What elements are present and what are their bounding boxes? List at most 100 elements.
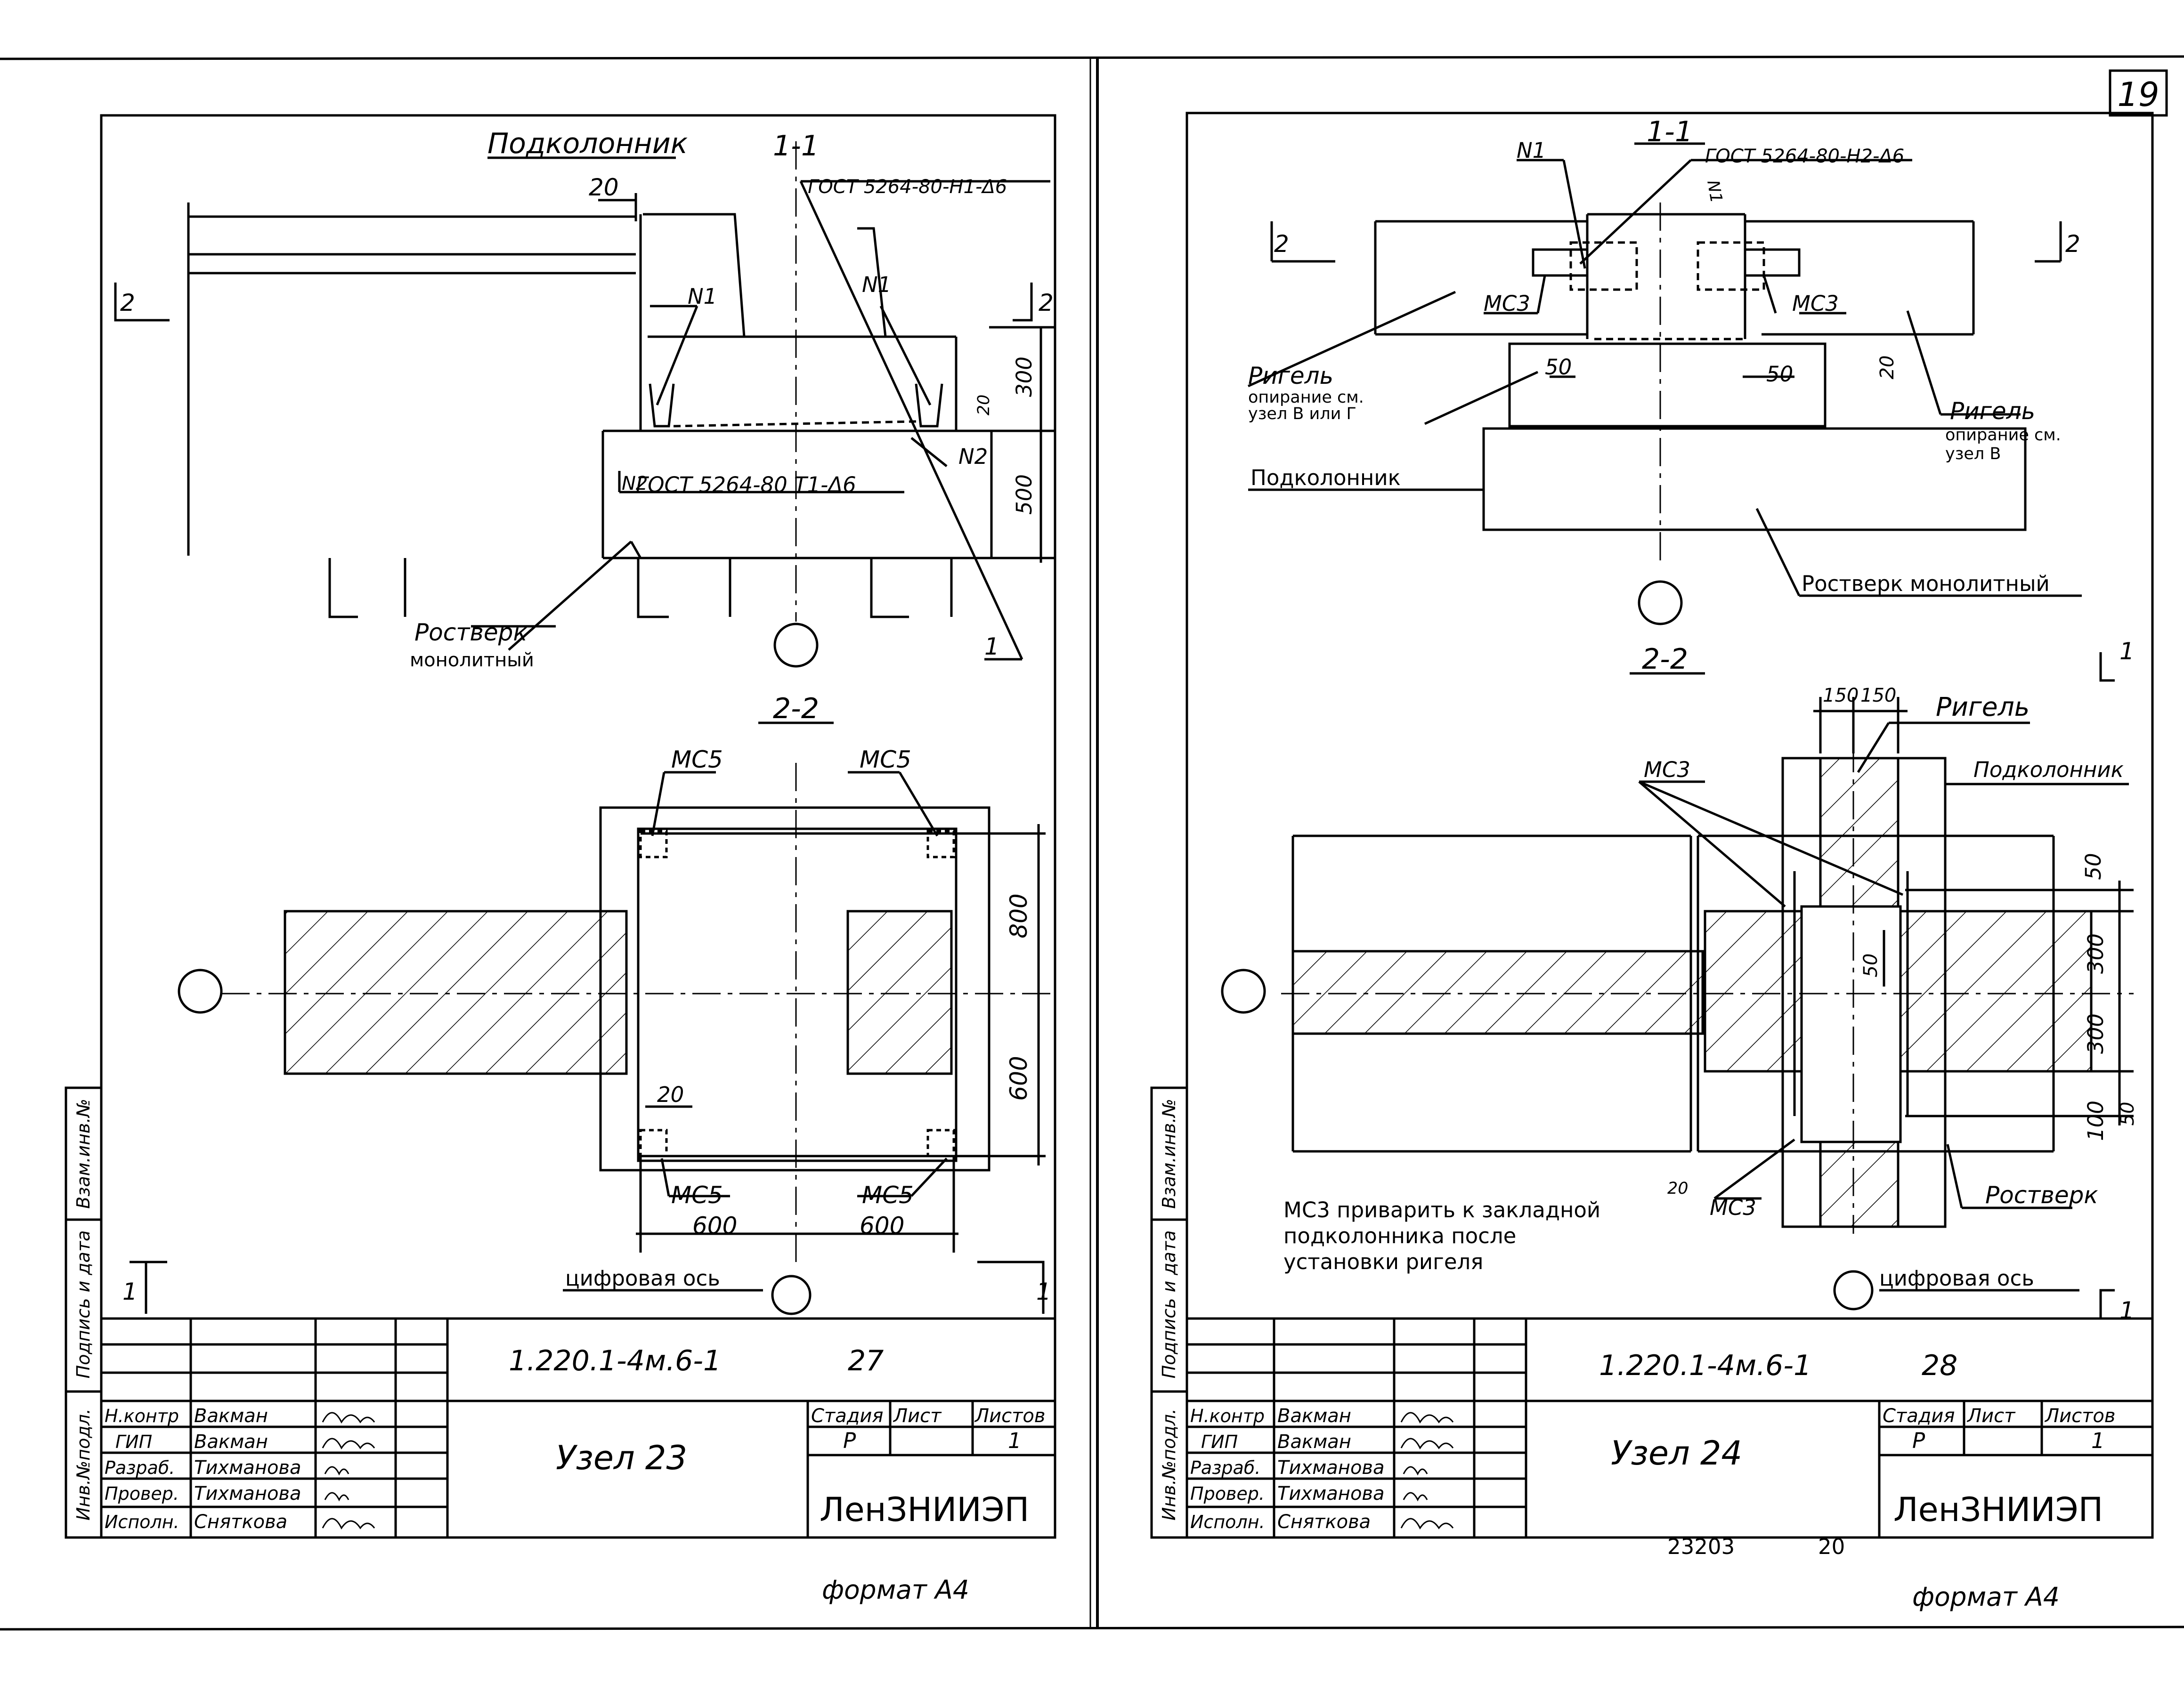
sheets-value: 1 — [2091, 1428, 2105, 1453]
sheets-header: Листов — [974, 1405, 1045, 1427]
name-4: Сняткова — [1277, 1511, 1371, 1533]
rigel-right-note-1: опирание см. — [1945, 426, 2061, 445]
label-rigel-right: Ригель — [1950, 397, 2035, 425]
section-1-1-title: 1-1 — [1647, 115, 1693, 148]
dim-50-mid: 50 — [1860, 954, 1882, 978]
note-line-3: установки ригеля — [1283, 1249, 1483, 1274]
label-podkolonnik: Подколонник — [1250, 465, 1401, 490]
stage-value: Р — [1912, 1428, 1925, 1453]
title: Узел 24 — [1611, 1434, 1742, 1473]
right-side-strip — [1150, 1086, 1188, 1539]
label-n1-a: N1 — [1517, 138, 1546, 163]
role-0: Н.контр — [105, 1406, 179, 1426]
name-1: Вакман — [1277, 1431, 1351, 1453]
page-number-box: 19 — [2109, 69, 2168, 117]
name-3: Тихманова — [1277, 1483, 1385, 1505]
mc5-br: МС5 — [862, 1181, 914, 1209]
stage-value: Р — [843, 1428, 856, 1453]
left-side-strip — [65, 1086, 103, 1539]
note-line-1: МС3 приварить к закладной — [1283, 1198, 1600, 1222]
dim-50-bottom: 50 — [2117, 1102, 2138, 1126]
dim-600-v: 600 — [1005, 1056, 1032, 1100]
mc3-bottom: МС3 — [1710, 1195, 1756, 1220]
label-n1-a: N1 — [688, 284, 717, 309]
archive-no: 23203 — [1667, 1534, 1735, 1559]
name-0: Вакман — [194, 1405, 268, 1427]
cut-2-right: 2 — [1039, 289, 1054, 316]
right-sheet: 1-1 N1 N1 ГОСТ 5264-80-Н2-Δ6 МС3 МС3 Риг… — [1150, 112, 2154, 1612]
role-1: ГИП — [115, 1432, 152, 1452]
axis-label: цифровая ось — [565, 1266, 720, 1291]
side-label-2: Подпись и дата — [73, 1230, 94, 1379]
section-2-2-title: 2-2 — [1642, 643, 1688, 676]
dim-300-a: 300 — [2083, 933, 2108, 974]
cut-1-top: 1 — [2119, 638, 2135, 665]
title: Узел 23 — [556, 1439, 687, 1477]
sheet-no: 28 — [1922, 1349, 1957, 1382]
format-label: формат А4 — [822, 1575, 969, 1605]
name-2: Тихманова — [194, 1457, 301, 1479]
doc-code: 1.220.1-4м.6-1 — [509, 1344, 721, 1377]
weld-note: ГОСТ 5264-80-Н1-Δ6 — [808, 176, 1007, 198]
dim-300-b: 300 — [2083, 1013, 2108, 1054]
label-rigel: Ригель — [1936, 692, 2030, 722]
cut-1-left: 1 — [122, 1278, 138, 1305]
dim-20b: 20 — [974, 395, 993, 416]
label-rostverk: Ростверк — [1985, 1181, 2098, 1209]
dim-300: 300 — [1012, 356, 1037, 397]
dim-500: 500 — [1012, 474, 1037, 515]
archive-sheet: 20 — [1818, 1534, 1845, 1559]
weld-note: ГОСТ 5264-80-Н2-Δ6 — [1705, 146, 1904, 167]
signatures — [322, 1412, 375, 1529]
side-label-2: Подпись и дата — [1159, 1230, 1179, 1379]
cut-2-left: 2 — [120, 289, 135, 316]
dim-100: 100 — [2083, 1100, 2108, 1141]
label-rostverk-2: монолитный — [410, 649, 534, 671]
right-title-block — [1187, 1317, 2152, 1537]
side-label-3: Инв.№подл. — [1159, 1408, 1179, 1521]
organization: ЛенЗНИИЭП — [820, 1490, 1029, 1529]
signatures — [1400, 1412, 1454, 1529]
note-line-2: подколонника после — [1283, 1223, 1516, 1248]
mc5-tl: МС5 — [671, 746, 723, 773]
sheet-header: Лист — [893, 1405, 942, 1427]
label-rostverk: Ростверк монолитный — [1802, 571, 2050, 596]
role-3: Провер. — [1190, 1483, 1265, 1504]
dim-20: 20 — [589, 174, 619, 201]
dim-50-b: 50 — [1766, 362, 1793, 387]
side-label-1: Взам.инв.№ — [1159, 1099, 1179, 1209]
left-sheet-frame — [100, 114, 1056, 1539]
name-3: Тихманова — [194, 1483, 301, 1505]
page-border — [0, 55, 2184, 1631]
role-2: Разраб. — [1190, 1457, 1260, 1478]
left-title-block — [101, 1317, 1055, 1537]
role-3: Провер. — [105, 1483, 179, 1504]
mc5-tr: МС5 — [860, 746, 911, 773]
label-rostverk: Ростверк — [414, 619, 528, 646]
dim-150-a: 150 — [1823, 685, 1859, 706]
role-0: Н.контр — [1190, 1406, 1265, 1426]
cut-2-left: 2 — [1274, 230, 1289, 258]
sheet-no: 27 — [848, 1344, 884, 1377]
role-2: Разраб. — [105, 1457, 175, 1478]
dim-50-a: 50 — [1545, 355, 1572, 380]
right-sheet-frame — [1185, 112, 2154, 1539]
label-podkolonnik: Подколонник — [487, 127, 688, 160]
role-1: ГИП — [1201, 1432, 1238, 1452]
label-n2-a: N2 — [622, 473, 648, 494]
right-section-2-2 — [1221, 652, 2134, 1319]
side-label-3: Инв.№подл. — [73, 1408, 94, 1521]
rigel-left-note-2: узел В или Г — [1248, 405, 1356, 423]
dim-20-plan: 20 — [657, 1082, 684, 1107]
stage-header: Стадия — [1883, 1405, 1955, 1427]
dim-800: 800 — [1005, 893, 1032, 938]
left-section-1-1 — [114, 141, 1055, 668]
axis-label: цифровая ось — [1879, 1266, 2034, 1291]
weld-note-2: ГОСТ 5264-80 Т1-Δ6 — [636, 472, 856, 497]
name-1: Вакман — [194, 1431, 268, 1453]
label-1: 1 — [984, 633, 999, 660]
label-n1-b: N1 — [862, 272, 891, 297]
format-label: формат А4 — [1912, 1582, 2060, 1612]
cut-2-right: 2 — [2065, 230, 2080, 258]
